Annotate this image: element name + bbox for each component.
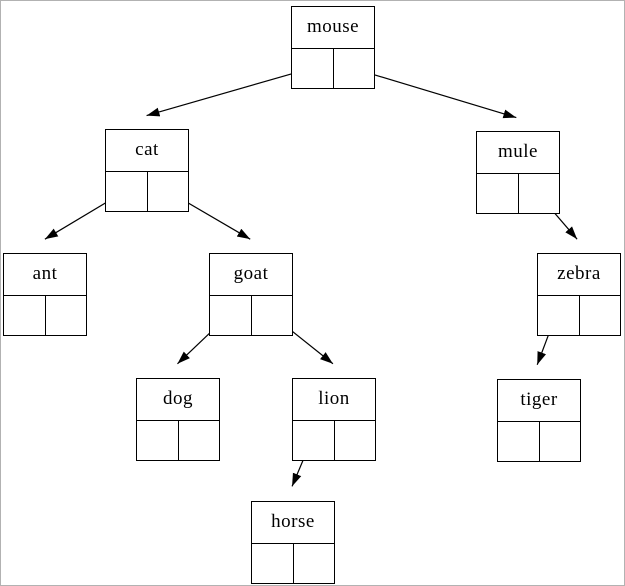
right-pointer-cell bbox=[519, 174, 560, 214]
node-label: cat bbox=[106, 130, 188, 172]
node-label: goat bbox=[210, 254, 292, 296]
tree-node-goat: goat bbox=[209, 253, 293, 336]
left-pointer-cell bbox=[210, 295, 252, 335]
edge-mouse-cat bbox=[146, 67, 312, 117]
node-label: mouse bbox=[292, 7, 374, 49]
node-label: mule bbox=[477, 132, 559, 174]
left-pointer-cell bbox=[498, 421, 540, 461]
right-pointer-cell bbox=[252, 296, 293, 336]
right-pointer-cell bbox=[335, 421, 376, 461]
right-pointer-cell bbox=[46, 296, 87, 336]
pointer-cells bbox=[293, 420, 376, 461]
right-pointer-cell bbox=[179, 421, 220, 461]
tree-node-cat: cat bbox=[105, 129, 189, 212]
pointer-cells bbox=[498, 421, 581, 462]
right-pointer-cell bbox=[334, 49, 375, 89]
edge-mouse-mule bbox=[352, 67, 517, 119]
right-pointer-cell bbox=[148, 172, 189, 212]
tree-node-mule: mule bbox=[476, 131, 560, 214]
left-pointer-cell bbox=[252, 543, 294, 583]
tree-node-horse: horse bbox=[251, 501, 335, 584]
left-pointer-cell bbox=[106, 171, 148, 211]
node-label: tiger bbox=[498, 380, 580, 422]
right-pointer-cell bbox=[540, 422, 581, 462]
left-pointer-cell bbox=[292, 48, 334, 88]
node-label: horse bbox=[252, 502, 334, 544]
node-label: dog bbox=[137, 379, 219, 421]
left-pointer-cell bbox=[4, 295, 46, 335]
node-label: ant bbox=[4, 254, 86, 296]
pointer-cells bbox=[477, 173, 560, 214]
tree-node-ant: ant bbox=[3, 253, 87, 336]
pointer-cells bbox=[538, 295, 621, 336]
tree-node-tiger: tiger bbox=[497, 379, 581, 462]
tree-node-mouse: mouse bbox=[291, 6, 375, 89]
left-pointer-cell bbox=[137, 420, 179, 460]
pointer-cells bbox=[292, 48, 375, 89]
tree-node-lion: lion bbox=[292, 378, 376, 461]
left-pointer-cell bbox=[538, 295, 580, 335]
pointer-cells bbox=[137, 420, 220, 461]
left-pointer-cell bbox=[477, 173, 519, 213]
right-pointer-cell bbox=[580, 296, 621, 336]
tree-node-dog: dog bbox=[136, 378, 220, 461]
left-pointer-cell bbox=[293, 420, 335, 460]
node-label: zebra bbox=[538, 254, 620, 296]
right-pointer-cell bbox=[294, 544, 335, 584]
pointer-cells bbox=[106, 171, 189, 212]
node-label: lion bbox=[293, 379, 375, 421]
tree-node-zebra: zebra bbox=[537, 253, 621, 336]
pointer-cells bbox=[210, 295, 293, 336]
pointer-cells bbox=[4, 295, 87, 336]
pointer-cells bbox=[252, 543, 335, 584]
